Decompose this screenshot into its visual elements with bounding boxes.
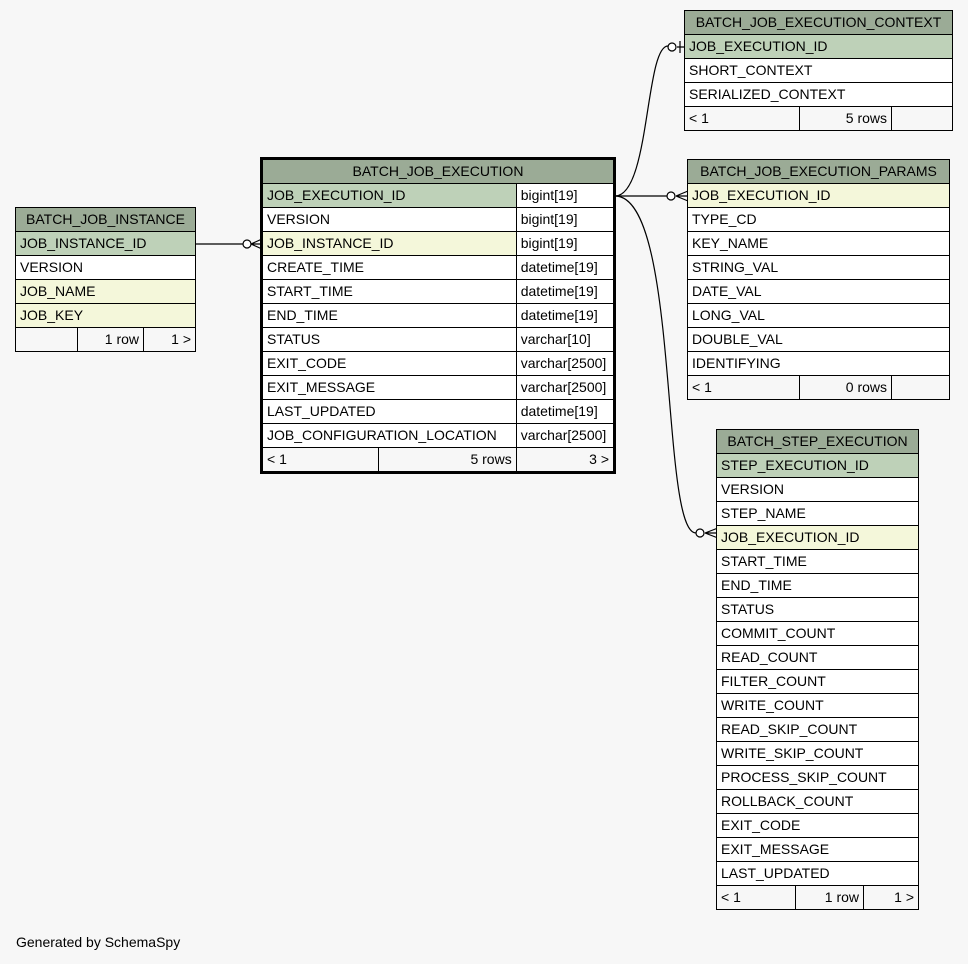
column-row[interactable]: SHORT_CONTEXT: [684, 58, 953, 83]
parents-count[interactable]: < 1: [687, 375, 800, 400]
column-row[interactable]: FILTER_COUNT: [715, 669, 920, 694]
children-count[interactable]: 1 >: [142, 327, 197, 352]
parents-count[interactable]: < 1: [260, 447, 380, 473]
column-type: varchar[2500]: [515, 351, 616, 376]
column-row[interactable]: DATE_VAL: [686, 279, 951, 304]
children-count[interactable]: 3 >: [515, 447, 616, 473]
link-execution-params-optional-mark: [666, 191, 676, 201]
column-row[interactable]: ROLLBACK_COUNT: [715, 789, 920, 814]
column-name[interactable]: VERSION: [261, 207, 517, 232]
column-type: varchar[10]: [515, 327, 616, 352]
link-execution-context: [614, 45, 669, 197]
column-type: varchar[2500]: [515, 423, 616, 448]
column-name[interactable]: CREATE_TIME: [261, 255, 517, 280]
column-row[interactable]: TYPE_CD: [686, 207, 951, 232]
table-title[interactable]: BATCH_JOB_EXECUTION_PARAMS: [686, 159, 951, 184]
table-title[interactable]: BATCH_JOB_EXECUTION_CONTEXT: [684, 10, 953, 35]
column-type: bigint[19]: [515, 231, 616, 256]
column-name[interactable]: EXIT_MESSAGE: [261, 375, 517, 400]
column-type: bigint[19]: [515, 183, 616, 208]
column-row[interactable]: JOB_EXECUTION_ID: [715, 525, 920, 550]
link-execution-params-crowfoot: [675, 190, 689, 202]
column-row[interactable]: SERIALIZED_CONTEXT: [684, 82, 953, 107]
table-batch-step-execution[interactable]: BATCH_STEP_EXECUTION STEP_EXECUTION_ID V…: [715, 429, 920, 910]
column-row[interactable]: IDENTIFYING: [686, 351, 951, 376]
column-row[interactable]: LONG_VAL: [686, 303, 951, 328]
children-count[interactable]: 1 >: [862, 885, 920, 910]
link-execution-context-bar: [677, 41, 685, 53]
column-row[interactable]: END_TIME: [715, 573, 920, 598]
column-row[interactable]: READ_SKIP_COUNT: [715, 717, 920, 742]
row-count: 0 rows: [799, 375, 892, 400]
column-type: datetime[19]: [515, 255, 616, 280]
column-row[interactable]: JOB_EXECUTION_ID: [686, 183, 951, 208]
column-row[interactable]: LAST_UPDATED: [715, 861, 920, 886]
column-row[interactable]: JOB_INSTANCE_ID: [14, 231, 197, 256]
children-count: [891, 106, 953, 131]
column-row[interactable]: STRING_VAL: [686, 255, 951, 280]
column-name[interactable]: JOB_CONFIGURATION_LOCATION: [261, 423, 517, 448]
children-count: [890, 375, 951, 400]
table-title[interactable]: BATCH_JOB_INSTANCE: [14, 207, 197, 232]
row-count: 1 row: [795, 885, 864, 910]
link-execution-context-optional-mark: [667, 42, 677, 52]
column-row[interactable]: STEP_NAME: [715, 501, 920, 526]
generated-by-note: Generated by SchemaSpy: [16, 934, 181, 950]
column-name[interactable]: STATUS: [261, 327, 517, 352]
column-row[interactable]: JOB_KEY: [14, 303, 197, 328]
row-count: 5 rows: [378, 447, 517, 473]
column-type: datetime[19]: [515, 303, 616, 328]
link-execution-step-crowfoot: [704, 527, 719, 539]
table-batch-job-execution-context[interactable]: BATCH_JOB_EXECUTION_CONTEXT JOB_EXECUTIO…: [684, 10, 953, 131]
column-row[interactable]: JOB_NAME: [14, 279, 197, 304]
parents-count[interactable]: < 1: [716, 885, 796, 910]
column-type: bigint[19]: [515, 207, 616, 232]
table-batch-job-execution-params[interactable]: BATCH_JOB_EXECUTION_PARAMS JOB_EXECUTION…: [686, 159, 951, 400]
column-row[interactable]: EXIT_CODE: [715, 813, 920, 838]
column-row[interactable]: VERSION: [14, 255, 197, 280]
link-execution-step: [614, 195, 697, 534]
column-row[interactable]: START_TIME: [715, 549, 920, 574]
parents-count[interactable]: [15, 327, 78, 352]
row-count: 1 row: [77, 327, 144, 352]
column-row[interactable]: JOB_EXECUTION_ID: [684, 34, 953, 59]
column-row[interactable]: KEY_NAME: [686, 231, 951, 256]
column-name[interactable]: EXIT_CODE: [261, 351, 517, 376]
column-row[interactable]: DOUBLE_VAL: [686, 327, 951, 352]
parents-count[interactable]: < 1: [684, 106, 800, 131]
column-row[interactable]: PROCESS_SKIP_COUNT: [715, 765, 920, 790]
column-row[interactable]: COMMIT_COUNT: [715, 621, 920, 646]
table-batch-job-instance[interactable]: BATCH_JOB_INSTANCE JOB_INSTANCE_ID VERSI…: [14, 207, 197, 352]
table-title[interactable]: BATCH_STEP_EXECUTION: [715, 429, 920, 454]
column-name[interactable]: LAST_UPDATED: [261, 399, 517, 424]
column-type: datetime[19]: [515, 399, 616, 424]
link-instance-execution-optional-mark: [242, 239, 252, 249]
column-type: varchar[2500]: [515, 375, 616, 400]
column-row[interactable]: WRITE_COUNT: [715, 693, 920, 718]
column-row[interactable]: STEP_EXECUTION_ID: [715, 453, 920, 478]
column-row[interactable]: STATUS: [715, 597, 920, 622]
column-name[interactable]: JOB_EXECUTION_ID: [261, 183, 517, 208]
column-row[interactable]: EXIT_MESSAGE: [715, 837, 920, 862]
column-name[interactable]: END_TIME: [261, 303, 517, 328]
column-row[interactable]: WRITE_SKIP_COUNT: [715, 741, 920, 766]
column-row[interactable]: VERSION: [715, 477, 920, 502]
link-execution-step-optional-mark: [695, 528, 705, 538]
column-name[interactable]: START_TIME: [261, 279, 517, 304]
column-type: datetime[19]: [515, 279, 616, 304]
table-title[interactable]: BATCH_JOB_EXECUTION: [261, 158, 615, 184]
column-row[interactable]: READ_COUNT: [715, 645, 920, 670]
column-name[interactable]: JOB_INSTANCE_ID: [261, 231, 517, 256]
row-count: 5 rows: [799, 106, 892, 131]
